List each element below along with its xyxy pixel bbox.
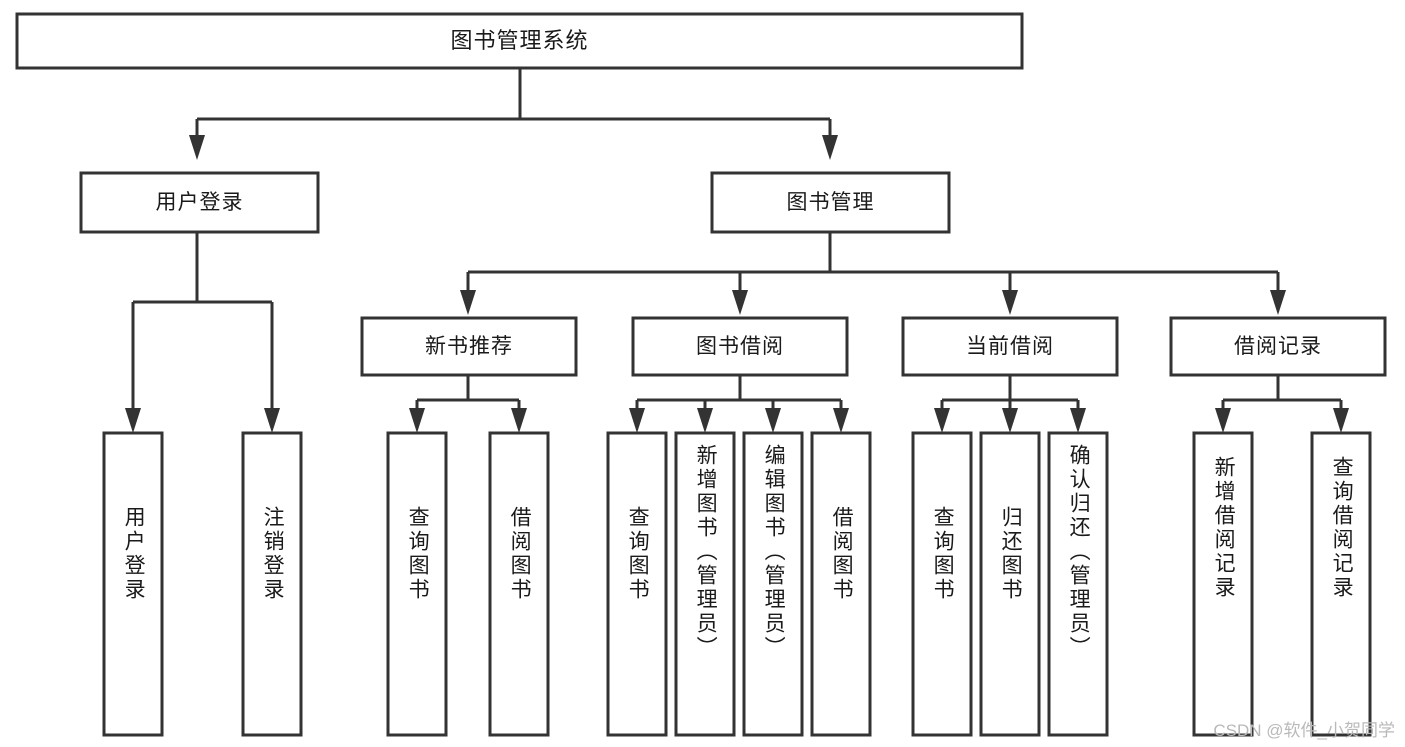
connector-borrow-record-to-leaves	[1215, 375, 1349, 433]
arrow-icon-login-1	[125, 408, 141, 433]
arrow-icon-nb-1	[409, 408, 425, 433]
node-box-new-book-recommend[interactable]	[360, 316, 578, 377]
node-new-book-recommend[interactable]	[362, 318, 576, 375]
node-box-leaf-book-borrow-2[interactable]	[742, 431, 804, 737]
connector-root-to-level2	[189, 68, 838, 160]
arrow-icon-bb-2	[697, 408, 713, 433]
arrow-icon-cb-3	[1070, 408, 1086, 433]
node-box-leaf-borrow-record-0[interactable]	[1192, 431, 1254, 737]
arrow-icon-cb-2	[1002, 408, 1018, 433]
node-box-borrow-record[interactable]	[1169, 316, 1387, 377]
arrow-icon-bb-1	[629, 408, 645, 433]
node-box-leaf-book-borrow-1[interactable]	[674, 431, 736, 737]
node-book-manage[interactable]	[712, 173, 949, 232]
arrow-icon-user-login	[189, 135, 205, 160]
node-root[interactable]	[17, 14, 1022, 68]
node-box-leaf-user-login-1[interactable]	[241, 431, 303, 737]
connector-user-login-to-leaves	[125, 232, 280, 433]
node-box-user-login[interactable]	[79, 171, 320, 234]
connector-book-borrow-to-leaves	[629, 375, 849, 433]
watermark-text: CSDN @软件_小贺同学	[1213, 721, 1395, 740]
connector-book-manage-to-level3	[460, 232, 1286, 315]
arrow-icon-l3-2	[732, 290, 748, 315]
arrow-icon-l3-1	[460, 290, 476, 315]
node-box-leaf-new-book-0[interactable]	[386, 431, 448, 737]
node-user-login[interactable]	[81, 173, 318, 232]
node-box-leaf-new-book-1[interactable]	[488, 431, 550, 737]
arrow-icon-nb-2	[511, 408, 527, 433]
arrow-icon-l3-3	[1002, 290, 1018, 315]
node-borrow-record[interactable]	[1171, 318, 1385, 375]
arrow-icon-br-1	[1215, 408, 1231, 433]
node-box-leaf-book-borrow-0[interactable]	[606, 431, 668, 737]
node-box-book-borrow[interactable]	[631, 316, 849, 377]
arrow-icon-login-2	[264, 408, 280, 433]
connector-current-borrow-to-leaves	[934, 375, 1086, 433]
arrow-icon-bb-4	[833, 408, 849, 433]
node-box-leaf-current-borrow-0[interactable]	[911, 431, 973, 737]
node-box-root[interactable]	[15, 12, 1024, 70]
arrow-icon-cb-1	[934, 408, 950, 433]
node-box-book-manage[interactable]	[710, 171, 951, 234]
arrow-icon-bb-3	[765, 408, 781, 433]
node-box-leaf-borrow-record-1[interactable]	[1310, 431, 1372, 737]
arrow-icon-l3-4	[1270, 290, 1286, 315]
arrow-icon-book-manage	[822, 135, 838, 160]
node-box-leaf-current-borrow-2[interactable]	[1047, 431, 1109, 737]
connector-new-book-to-leaves	[409, 375, 527, 433]
node-box-leaf-book-borrow-3[interactable]	[810, 431, 872, 737]
node-box-leaf-current-borrow-1[interactable]	[979, 431, 1041, 737]
node-box-leaf-user-login-0[interactable]	[102, 431, 164, 737]
arrow-icon-br-2	[1333, 408, 1349, 433]
node-current-borrow[interactable]	[903, 318, 1117, 375]
node-box-current-borrow[interactable]	[901, 316, 1119, 377]
node-book-borrow[interactable]	[633, 318, 847, 375]
